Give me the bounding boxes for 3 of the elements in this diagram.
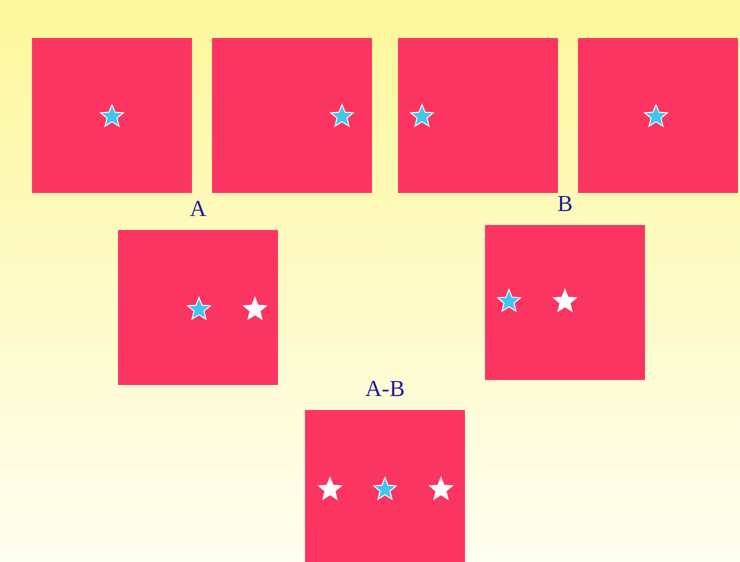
- panel-heading: A-B: [365, 376, 405, 402]
- panel-heading: A: [190, 196, 206, 222]
- panel-heading: B: [557, 191, 573, 217]
